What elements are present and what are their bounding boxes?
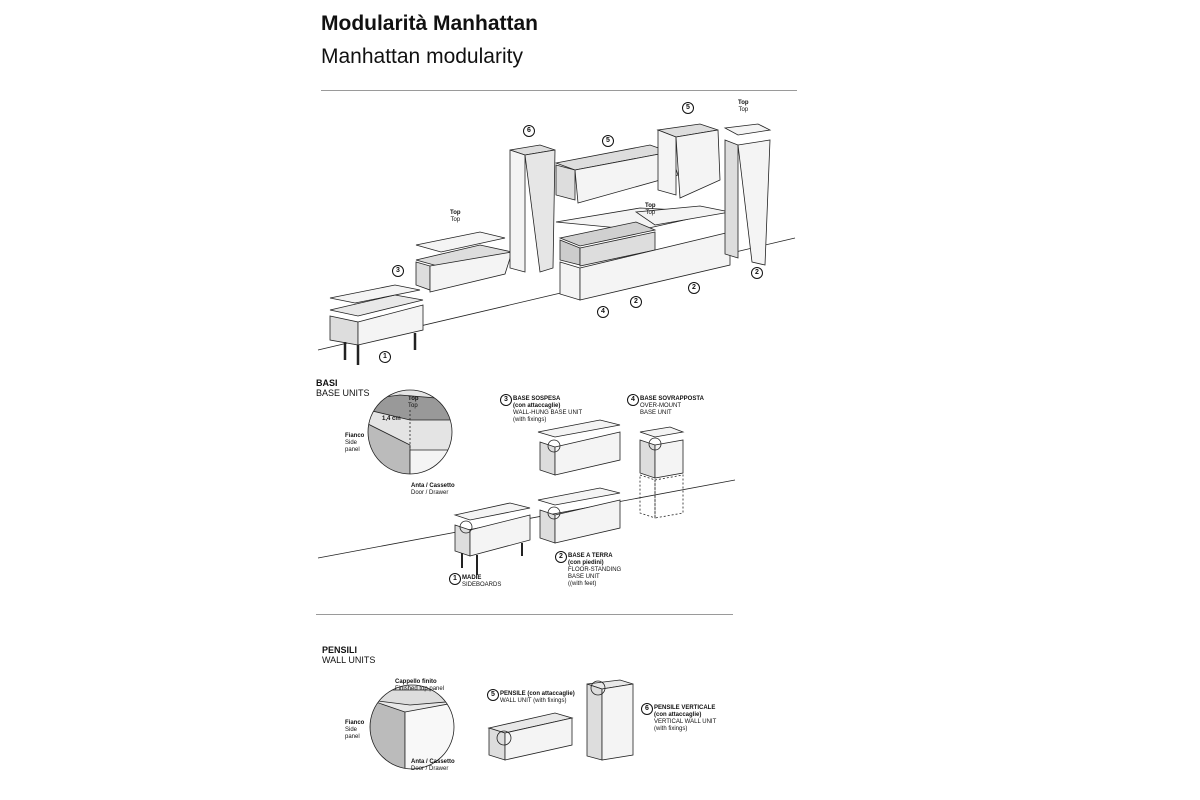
divider: [316, 614, 733, 615]
callout-number: 2: [555, 551, 567, 563]
page-title: Modularità Manhattan: [321, 12, 539, 35]
item-caption: BASE SOSPESA(con attaccaglie)WALL-HUNG B…: [513, 396, 583, 423]
callout-number: 5: [682, 102, 694, 114]
callout-number: 3: [392, 265, 404, 277]
item-caption: PENSILE VERTICALE(con attaccaglie)VERTIC…: [654, 705, 717, 732]
detail-thickness: 1,4 cm: [382, 416, 401, 422]
callout-number: 2: [751, 267, 763, 279]
callout-number: 2: [688, 282, 700, 294]
callout-number: 6: [641, 703, 653, 715]
callout-number: 3: [500, 394, 512, 406]
page-subtitle: Manhattan modularity: [321, 45, 523, 68]
callout-number: 6: [523, 125, 535, 137]
callout-number: 1: [379, 351, 391, 363]
callout-number: 4: [597, 306, 609, 318]
callout-number: 5: [602, 135, 614, 147]
item-caption: PENSILE (con attaccaglie)WALL UNIT (with…: [500, 691, 575, 704]
callout-number: 4: [627, 394, 639, 406]
divider: [321, 90, 797, 91]
callout-number: 1: [449, 573, 461, 585]
callout-number: 2: [630, 296, 642, 308]
callout-number: 5: [487, 689, 499, 701]
